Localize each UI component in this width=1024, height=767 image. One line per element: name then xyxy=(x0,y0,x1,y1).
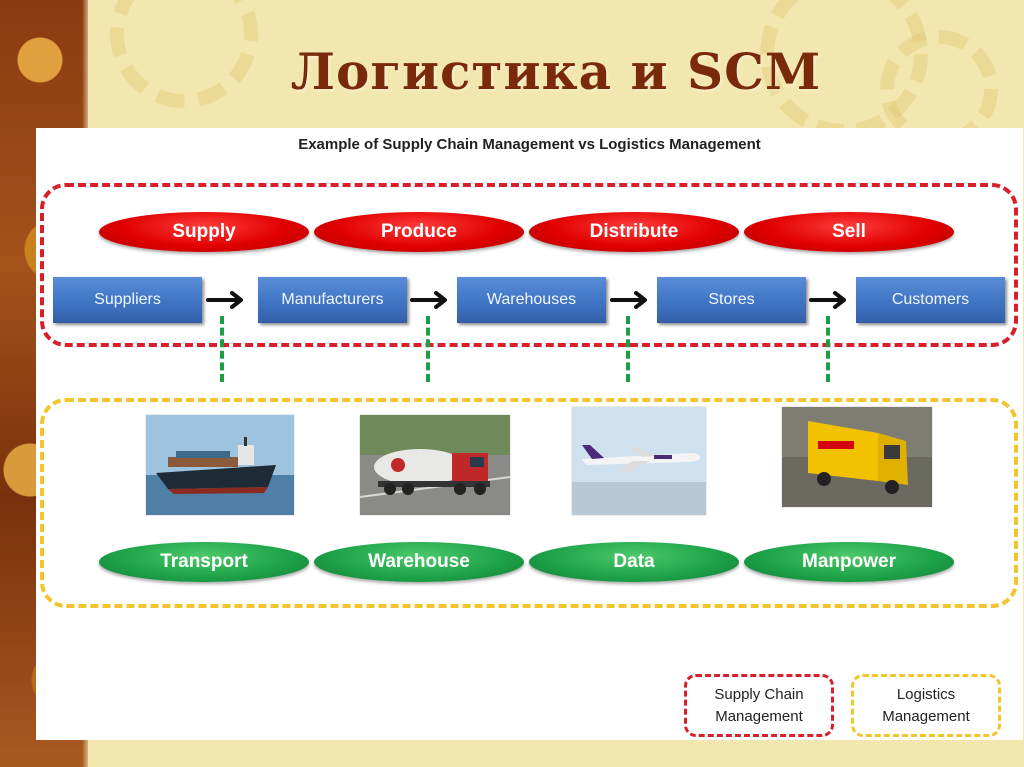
legend-label: Management xyxy=(882,707,970,725)
process-supply: Supply xyxy=(99,212,309,252)
stage-warehouses: Warehouses xyxy=(457,277,606,323)
cargo-plane-image xyxy=(572,407,706,515)
diagram-panel: Example of Supply Chain Management vs Lo… xyxy=(36,128,1023,740)
function-manpower: Manpower xyxy=(744,542,954,582)
arrow-right-icon xyxy=(809,291,846,309)
connector-line xyxy=(220,316,224,382)
stage-stores: Stores xyxy=(657,277,806,323)
function-warehouse: Warehouse xyxy=(314,542,524,582)
arrow-right-icon xyxy=(410,291,447,309)
stage-manufacturers: Manufacturers xyxy=(258,277,407,323)
slide-title: Логистика и SCM xyxy=(290,42,822,101)
process-distribute: Distribute xyxy=(529,212,739,252)
legend-label: Logistics xyxy=(896,685,956,703)
stage-customers: Customers xyxy=(856,277,1005,323)
arrow-right-icon xyxy=(206,291,243,309)
arrow-right-icon xyxy=(610,291,647,309)
process-sell: Sell xyxy=(744,212,954,252)
legend-logistics-management: Logistics Management xyxy=(851,674,1001,737)
supply-chain-boundary xyxy=(40,183,1018,347)
stage-suppliers: Suppliers xyxy=(53,277,202,323)
legend-label: Management xyxy=(715,707,803,725)
connector-line xyxy=(426,316,430,382)
delivery-truck-image xyxy=(782,407,932,507)
connector-line xyxy=(826,316,830,382)
diagram-title: Example of Supply Chain Management vs Lo… xyxy=(298,136,761,153)
container-ship-image xyxy=(146,415,294,515)
function-data: Data xyxy=(529,542,739,582)
process-produce: Produce xyxy=(314,212,524,252)
connector-line xyxy=(626,316,630,382)
legend-label: Supply Chain xyxy=(714,685,804,703)
function-transport: Transport xyxy=(99,542,309,582)
tanker-truck-image xyxy=(360,415,510,515)
legend-supply-chain-management: Supply Chain Management xyxy=(684,674,834,737)
logistics-boundary xyxy=(40,398,1018,608)
